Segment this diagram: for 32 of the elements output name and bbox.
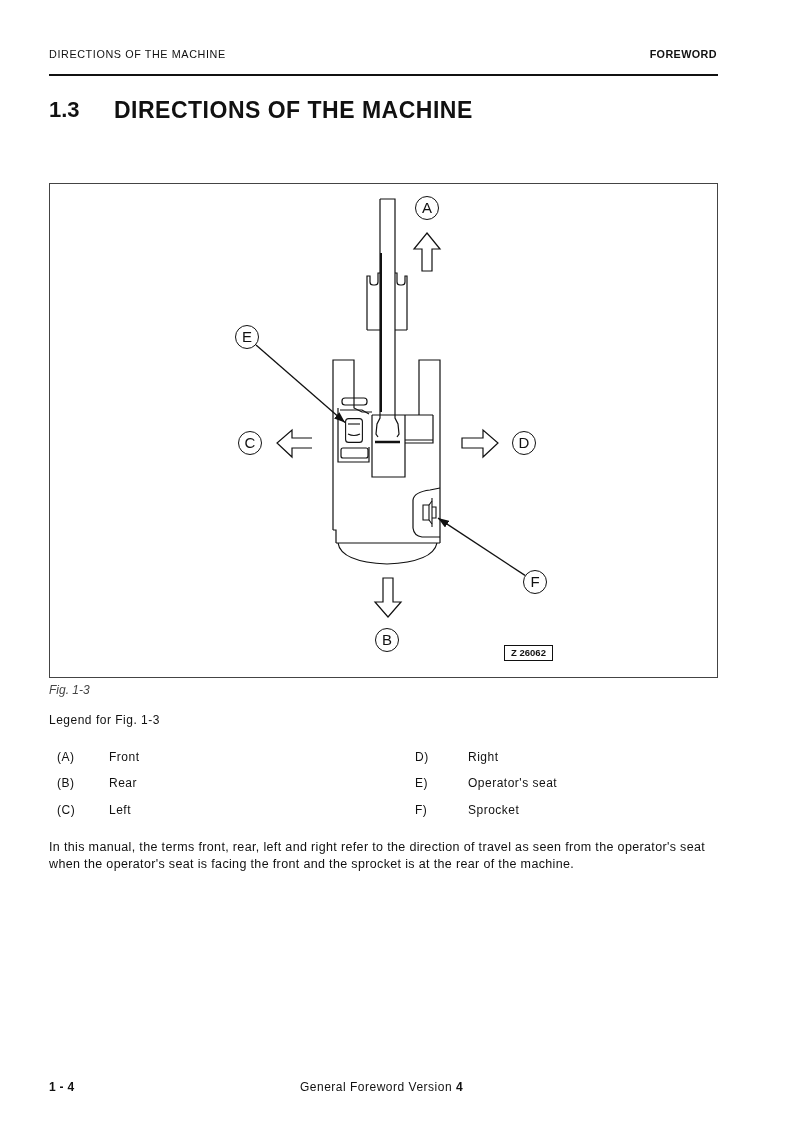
figure-caption: Fig. 1-3: [49, 683, 90, 697]
legend-key: F): [415, 803, 428, 817]
legend-key: D): [415, 750, 429, 764]
callout-letter: D: [512, 431, 536, 455]
page-number: 1 - 4: [49, 1080, 75, 1094]
body-paragraph: In this manual, the terms front, rear, left and right refer to the direction of travel as seen from the operator's seat when the operator's seat is facing the front and the sprocket is at the rear of the machine.: [49, 839, 707, 873]
legend-heading: Legend for Fig. 1-3: [49, 713, 160, 727]
leader-line: [437, 517, 526, 577]
legend-text: Front: [109, 750, 140, 764]
callout-letter: F: [523, 570, 547, 594]
figure-number-tag: Z 26062: [504, 645, 553, 661]
callout-letter: B: [375, 628, 399, 652]
running-header: DIRECTIONS OF THE MACHINE: [49, 47, 226, 61]
legend-key: (A): [57, 750, 75, 764]
running-header: FOREWORD: [649, 47, 717, 61]
legend-text: Left: [109, 803, 131, 817]
callout-letter: E: [235, 325, 259, 349]
legend-text: Right: [468, 750, 499, 764]
footer-text: General Foreword Version 4: [300, 1080, 464, 1094]
section-number: 1.3: [49, 97, 80, 123]
legend-text: Rear: [109, 776, 137, 790]
operator-seat-drawing: [345, 418, 363, 443]
callout-letter: A: [415, 196, 439, 220]
legend-key: E): [415, 776, 428, 790]
legend-text: Operator's seat: [468, 776, 558, 790]
legend-key: (B): [57, 776, 75, 790]
legend-key: (C): [57, 803, 76, 817]
sprocket-drawing: [421, 497, 438, 528]
callout-letter: C: [238, 431, 262, 455]
section-title: DIRECTIONS OF THE MACHINE: [114, 97, 473, 123]
leader-line: [255, 344, 346, 424]
legend-text: Sprocket: [468, 803, 520, 817]
